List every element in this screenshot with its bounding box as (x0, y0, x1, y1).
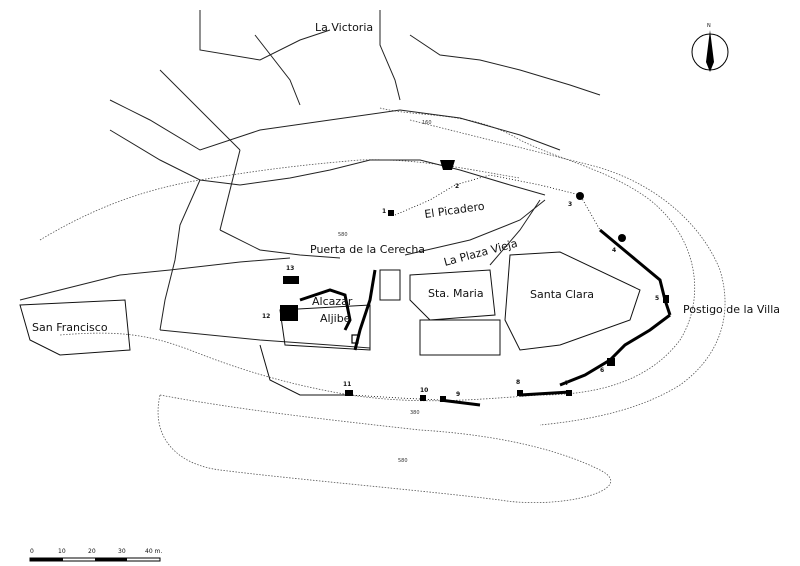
contour-outer (409, 119, 726, 426)
tower-12 (280, 305, 298, 321)
scale-tick-30: 30 (118, 548, 126, 555)
building-blocks (19, 251, 641, 396)
contour-label-160: 160 (422, 120, 432, 126)
tower-num-3: 3 (568, 201, 572, 208)
tower-1 (388, 210, 394, 216)
scale-tick-10: 10 (58, 548, 66, 555)
tower-num-5: 5 (655, 295, 659, 302)
contour-580-upper (39, 159, 521, 241)
tower-num-4: 4 (612, 247, 616, 254)
street-top-left (199, 10, 331, 61)
wall-southeast (559, 313, 671, 387)
tower-2 (440, 160, 455, 170)
compass-needle-icon (706, 30, 714, 72)
tower-3 (576, 192, 584, 200)
street-outlines (19, 10, 601, 349)
contour-580-lower (157, 394, 611, 503)
contour-label-580b: 580 (398, 458, 408, 464)
wall-aljibe (299, 288, 352, 331)
tower-num-7: 7 (565, 380, 569, 387)
contour-labels: 160 580 380 580 (338, 120, 432, 464)
street-picadero (239, 159, 546, 196)
scale-tick-20: 20 (88, 548, 96, 555)
scale-tick-0: 0 (30, 548, 34, 555)
tower-num-9: 9 (456, 391, 460, 398)
compass-n-label: N (707, 23, 711, 29)
label-aljibe: Aljibe (320, 312, 351, 325)
street-mid (219, 149, 241, 231)
tower-num-10: 10 (420, 387, 428, 394)
scale-bar: 0 10 20 30 40 m. (29, 548, 162, 562)
place-labels: La Victoria El Picadero Puerta de la Cer… (32, 21, 780, 334)
block-small-a (379, 269, 401, 301)
street-victoria-c (409, 34, 601, 96)
scale-tick-40: 40 m. (145, 548, 162, 555)
wall-south-a (439, 398, 481, 407)
tower-6 (607, 358, 615, 366)
tower-7 (566, 390, 572, 396)
label-postigo: Postigo de la Villa (683, 303, 780, 316)
tower-number-labels: 1 2 3 4 5 6 7 8 9 10 11 12 13 (262, 183, 659, 398)
contour-label-580a: 580 (338, 232, 348, 238)
towers (280, 160, 669, 402)
tower-num-12: 12 (262, 313, 270, 320)
street-south (159, 329, 371, 349)
block-small-b (419, 319, 501, 356)
tower-4 (618, 234, 626, 242)
label-santa-clara: Santa Clara (530, 288, 594, 301)
tower-num-6: 6 (600, 367, 604, 374)
wall-south-b (519, 390, 571, 397)
contour-label-380: 380 (410, 410, 420, 416)
street-cerecha (219, 229, 341, 259)
street-left-a (159, 69, 241, 151)
trace-south (349, 394, 441, 401)
label-san-francisco: San Francisco (32, 321, 108, 334)
tower-num-8: 8 (516, 379, 520, 386)
tower-9 (440, 396, 446, 402)
street-plaza-vieja (404, 199, 546, 256)
block-sta-maria (409, 269, 496, 321)
street-victoria-a (254, 34, 301, 106)
block-san-francisco (19, 299, 131, 356)
label-sta-maria: Sta. Maria (428, 287, 484, 300)
block-santa-clara (504, 251, 641, 351)
contour-160 (59, 107, 696, 402)
tower-num-13: 13 (286, 265, 294, 272)
block-alcazar-court (279, 304, 371, 351)
wall-south-west (259, 344, 350, 396)
street-plaza (19, 257, 291, 301)
scale-bar-fill-b (95, 558, 127, 561)
wall-east (599, 228, 672, 316)
street-north (109, 99, 561, 151)
tower-num-1: 1 (382, 208, 386, 215)
tower-num-2: 2 (455, 183, 459, 190)
tower-10 (420, 395, 426, 401)
tower-aljibe (351, 334, 359, 344)
tower-num-11: 11 (343, 381, 351, 388)
label-el-picadero: El Picadero (424, 200, 486, 221)
tower-11 (345, 390, 353, 396)
label-alcazar: Alcazar (312, 295, 353, 308)
street-west (159, 179, 201, 331)
scale-bar-fill-a (30, 558, 63, 561)
north-arrow: N (691, 23, 729, 72)
street-east (489, 199, 541, 266)
street-left-b (109, 129, 241, 186)
label-plaza-vieja: La Plaza Vieja (442, 237, 519, 269)
contour-lines (39, 107, 726, 503)
tower-8 (517, 390, 523, 396)
label-puerta-cerecha: Puerta de la Cerecha (310, 243, 425, 256)
street-victoria-b (379, 10, 401, 101)
tower-13 (283, 276, 299, 284)
tower-5 (663, 295, 669, 303)
label-la-victoria: La Victoria (315, 21, 373, 34)
